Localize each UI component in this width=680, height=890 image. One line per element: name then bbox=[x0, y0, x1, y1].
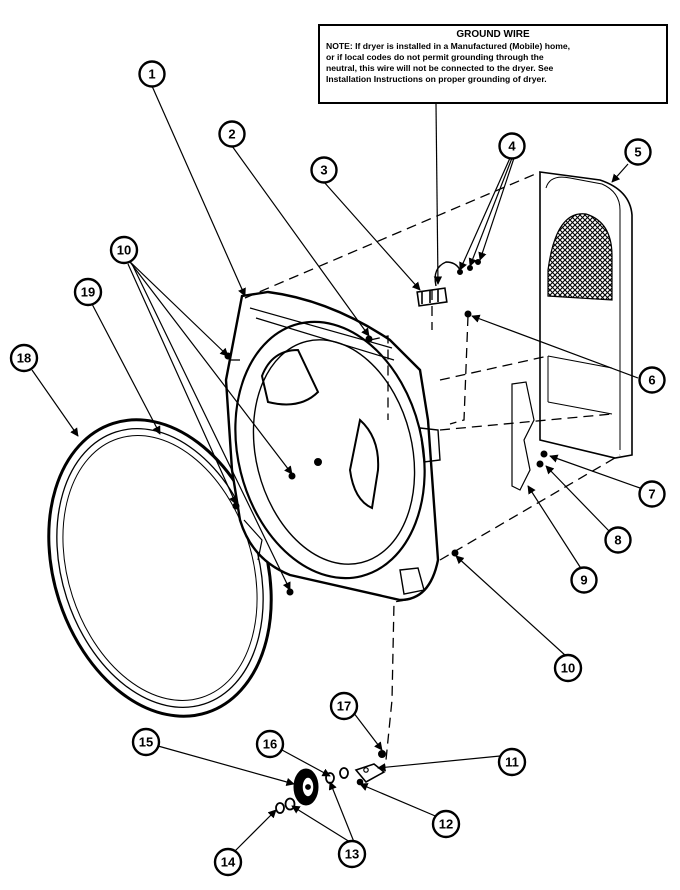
front-bulkhead bbox=[224, 290, 441, 602]
callout-19-label: 19 bbox=[81, 285, 95, 300]
callout-14: 14 bbox=[213, 847, 243, 877]
callout-2-label: 2 bbox=[228, 127, 235, 142]
terminal-block bbox=[416, 259, 481, 307]
callout-5-label: 5 bbox=[634, 145, 641, 160]
callout-1: 1 bbox=[138, 60, 166, 88]
ground-wire-note: GROUND WIRE NOTE: If dryer is installed … bbox=[318, 24, 668, 104]
callout-9-label: 9 bbox=[580, 573, 587, 588]
ground-wire-note-line: Installation Instructions on proper grou… bbox=[326, 74, 547, 84]
callout-11: 11 bbox=[497, 747, 527, 777]
callout-17-label: 17 bbox=[337, 699, 351, 714]
leader-lines bbox=[31, 85, 641, 853]
callout-2: 2 bbox=[218, 120, 246, 148]
callout-11-label: 11 bbox=[505, 755, 519, 770]
callout-18: 18 bbox=[9, 343, 39, 373]
callout-16-label: 16 bbox=[263, 737, 277, 752]
callout-10-bottom: 10 bbox=[553, 653, 583, 683]
callout-10-top-label: 10 bbox=[117, 243, 131, 258]
callout-13: 13 bbox=[337, 839, 367, 869]
callout-12-label: 12 bbox=[439, 817, 453, 832]
ground-wire-note-line: NOTE: If dryer is installed in a Manufac… bbox=[326, 41, 570, 51]
rear-panel bbox=[539, 171, 633, 459]
callout-8-label: 8 bbox=[614, 533, 621, 548]
callout-9: 9 bbox=[570, 566, 598, 594]
callout-6: 6 bbox=[638, 366, 666, 394]
callout-8: 8 bbox=[604, 526, 632, 554]
callout-10-top: 10 bbox=[109, 235, 139, 265]
duct-bracket bbox=[511, 381, 535, 491]
ground-wire-note-title: GROUND WIRE bbox=[456, 29, 530, 40]
callout-4-label: 4 bbox=[508, 139, 516, 154]
callout-15-label: 15 bbox=[139, 735, 153, 750]
callout-6-label: 6 bbox=[648, 373, 655, 388]
callout-1-label: 1 bbox=[148, 67, 155, 82]
callout-18-label: 18 bbox=[17, 351, 31, 366]
idler-pulley-assembly bbox=[275, 750, 386, 814]
callout-17: 17 bbox=[329, 691, 359, 721]
callout-3-label: 3 bbox=[320, 163, 327, 178]
ground-wire-note-line: neutral, this wire will not be connected… bbox=[326, 63, 554, 73]
assembly-lines bbox=[230, 171, 621, 761]
callout-5: 5 bbox=[624, 138, 652, 166]
callout-4: 4 bbox=[498, 132, 526, 160]
callout-19: 19 bbox=[73, 277, 103, 307]
callout-14-label: 14 bbox=[221, 855, 236, 870]
callout-13-label: 13 bbox=[345, 847, 359, 862]
ground-wire-note-line: or if local codes do not permit groundin… bbox=[326, 52, 544, 62]
callout-15: 15 bbox=[131, 727, 161, 757]
callout-3: 3 bbox=[310, 156, 338, 184]
callout-12: 12 bbox=[431, 809, 461, 839]
callout-10-bottom-label: 10 bbox=[561, 661, 575, 676]
callout-16: 16 bbox=[255, 729, 285, 759]
callout-7: 7 bbox=[638, 480, 666, 508]
callout-7-label: 7 bbox=[648, 487, 655, 502]
